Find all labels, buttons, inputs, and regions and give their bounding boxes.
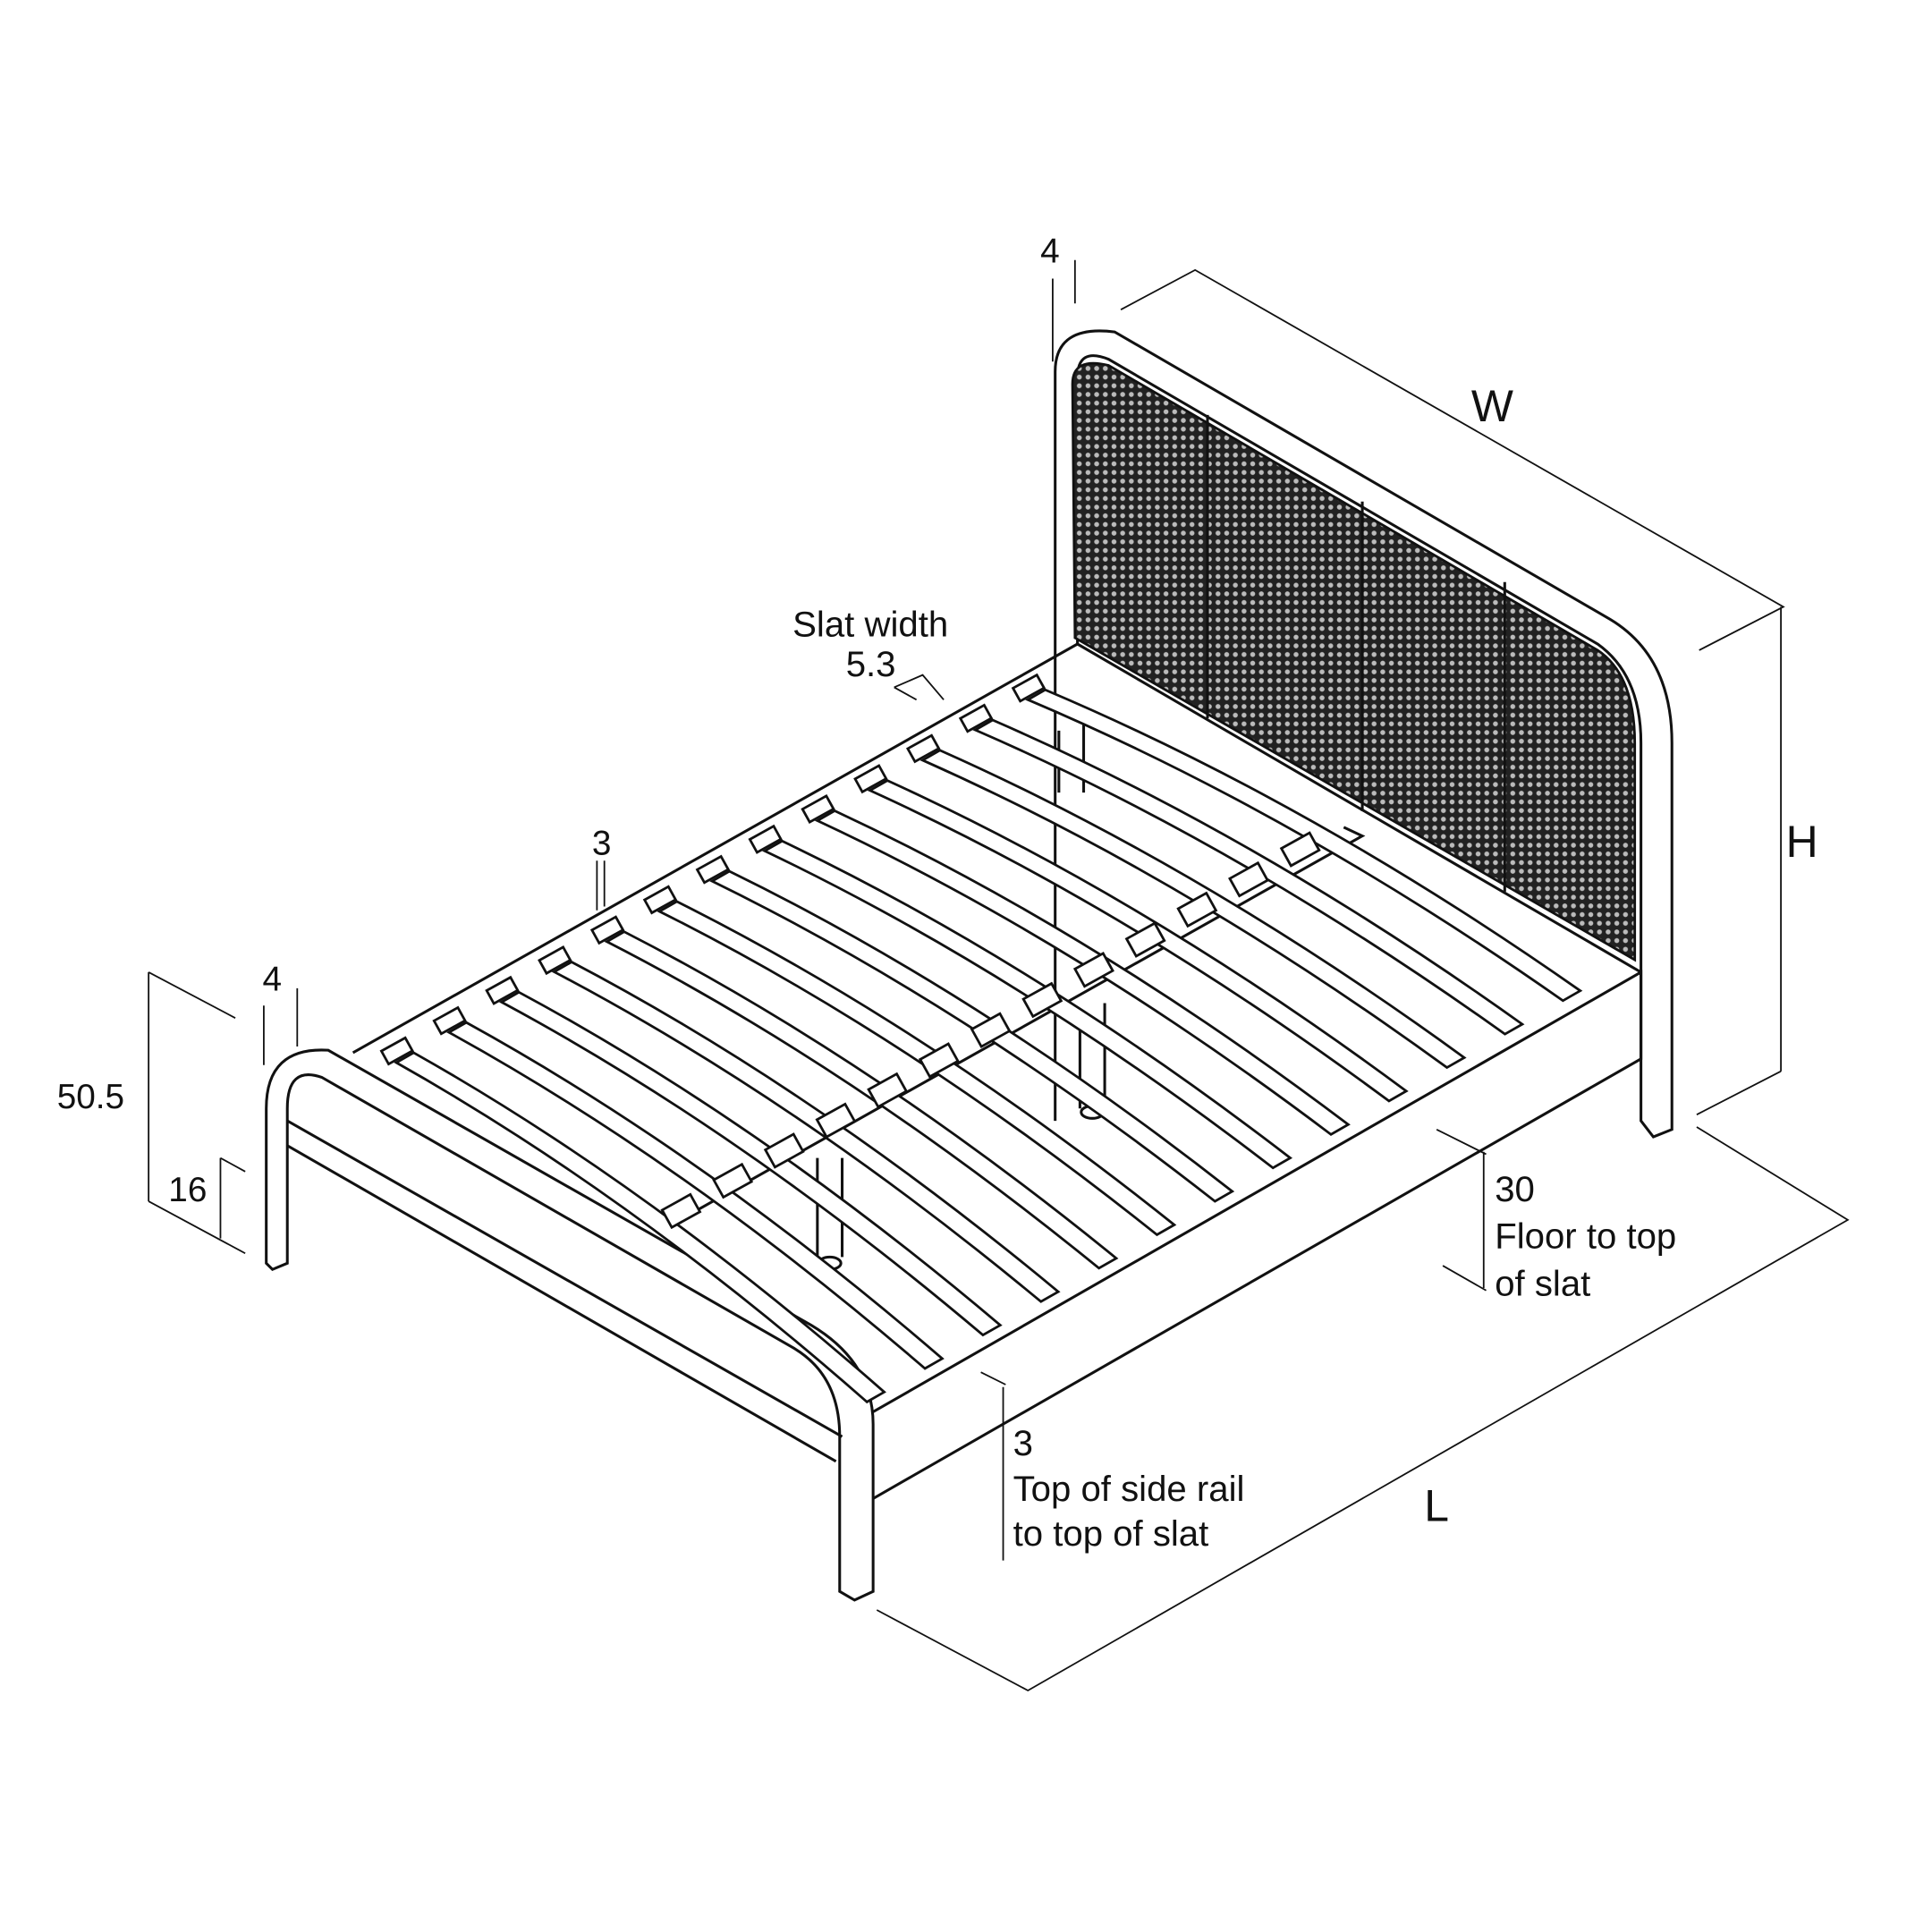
slat xyxy=(498,990,1003,1337)
rail-to-slat-line1: Top of side rail xyxy=(1013,1469,1245,1509)
slat xyxy=(867,779,1409,1103)
rail-thickness-label: 3 xyxy=(592,824,612,862)
dimension-labels: W H L 4 4 50.5 16 3 Slat width 5.3 30 Fl… xyxy=(57,233,1818,1554)
footboard-height-label: 50.5 xyxy=(57,1078,124,1116)
slat-end-cap xyxy=(589,915,625,945)
headboard-mesh-panel xyxy=(1071,361,1637,962)
floor-to-slat-line2: of slat xyxy=(1495,1263,1590,1303)
slat-end-cap xyxy=(958,703,994,733)
slat-holder xyxy=(1021,981,1063,1019)
slat-holder xyxy=(712,1162,754,1199)
slat-end-cap xyxy=(1011,673,1046,703)
slat-holder xyxy=(660,1192,702,1230)
slat-end-cap xyxy=(485,975,520,1005)
slat-end-cap xyxy=(695,854,731,885)
leg-clearance-label: 16 xyxy=(168,1171,207,1209)
slat xyxy=(446,1021,945,1370)
rail-to-slat-value: 3 xyxy=(1013,1423,1033,1463)
slat xyxy=(657,900,1177,1237)
slat-end-cap xyxy=(905,733,941,764)
slat-end-cap xyxy=(538,945,572,976)
slat xyxy=(551,960,1061,1303)
slat-end-cap xyxy=(379,1036,414,1066)
slat xyxy=(394,1051,886,1404)
slat-holder xyxy=(1228,860,1270,898)
slat-holder xyxy=(970,1012,1012,1048)
headboard xyxy=(1054,329,1674,1139)
slat-width-value: 5.3 xyxy=(846,644,896,684)
rail-to-slat-line2: to top of slat xyxy=(1013,1513,1209,1554)
slat xyxy=(604,930,1119,1270)
slats xyxy=(379,673,1583,1404)
slat-holder xyxy=(1072,951,1114,988)
width-label: W xyxy=(1471,381,1513,431)
footboard-thickness-label: 4 xyxy=(263,961,283,999)
slat-end-cap xyxy=(748,824,783,854)
slat xyxy=(1025,688,1583,1003)
slat-holder xyxy=(1124,921,1166,958)
slat xyxy=(814,809,1351,1136)
slat-holder xyxy=(763,1132,805,1169)
slat-holder xyxy=(867,1072,909,1109)
slat-holder xyxy=(918,1042,960,1079)
height-label: H xyxy=(1786,817,1818,867)
slat-end-cap xyxy=(801,793,835,825)
slat-holder xyxy=(1176,891,1218,928)
slat-width-title: Slat width xyxy=(792,605,948,645)
slat-holder xyxy=(815,1102,857,1140)
slat-end-cap xyxy=(853,764,888,794)
slat-holder xyxy=(1279,831,1321,868)
floor-to-slat-value: 30 xyxy=(1495,1169,1535,1209)
slat xyxy=(709,869,1235,1203)
headboard-thickness-label: 4 xyxy=(1040,233,1060,271)
length-label: L xyxy=(1424,1480,1449,1530)
slat-end-cap xyxy=(432,1005,467,1036)
dimension-lines xyxy=(148,259,1850,1692)
floor-to-slat-line1: Floor to top xyxy=(1495,1216,1676,1257)
slat-end-cap xyxy=(642,885,678,915)
slat xyxy=(972,718,1525,1036)
slat xyxy=(762,839,1293,1170)
slat xyxy=(919,749,1467,1070)
